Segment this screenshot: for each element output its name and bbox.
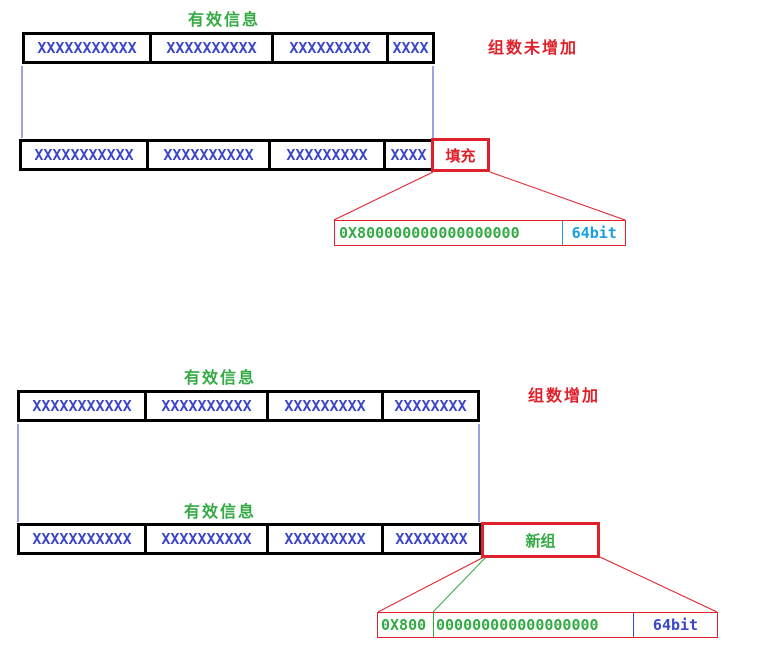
top-info-cell-1: XXXXXXXXXXX — [25, 35, 152, 61]
bottom-padded-cell-4: XXXXXXXX — [395, 530, 468, 548]
bottom-zoom-right — [599, 556, 718, 613]
top-padded-cell-2: XXXXXXXXXX — [149, 142, 271, 168]
bottom-padded-cell-3: XXXXXXXXX — [269, 526, 384, 552]
top-info-cell-4: XXXX — [392, 39, 429, 57]
top-padded-cell-1: XXXXXXXXXXX — [22, 142, 149, 168]
bottom-bit-size: 64bit — [652, 616, 699, 634]
padding-box: 填充 — [431, 138, 490, 172]
top-padded-row: XXXXXXXXXXX XXXXXXXXXX XXXXXXXXX XXXX — [19, 139, 434, 171]
bottom-info-cell-4: XXXXXXXX — [394, 397, 467, 415]
top-info-row: XXXXXXXXXXX XXXXXXXXXX XXXXXXXXX XXXX — [22, 32, 435, 64]
new-group-box: 新组 — [481, 522, 600, 558]
top-info-cell-2: XXXXXXXXXX — [152, 35, 274, 61]
top-bit-size: 64bit — [571, 224, 617, 242]
top-padded-cell-3: XXXXXXXXX — [271, 142, 386, 168]
bottom-info-cell-1: XXXXXXXXXXX — [20, 393, 147, 419]
bottom-info-cell-2: XXXXXXXXXX — [147, 393, 269, 419]
top-bit-value: 0X800000000000000000 — [335, 221, 564, 245]
top-note: 组数未增加 — [488, 38, 579, 57]
bottom-padded-cell-2: XXXXXXXXXX — [147, 526, 269, 552]
top-bit-bar: 0X800000000000000000 64bit — [334, 220, 626, 246]
top-info-cell-3: XXXXXXXXX — [274, 35, 389, 61]
bottom-zoom-left — [377, 556, 485, 613]
top-padded-cell-4: XXXX — [390, 146, 427, 164]
bottom-bit-rest: 000000000000000000 — [434, 613, 634, 637]
bottom-zoom-mid — [432, 556, 487, 613]
bottom-info-row: XXXXXXXXXXX XXXXXXXXXX XXXXXXXXX XXXXXXX… — [17, 390, 480, 422]
top-zoom-left — [333, 171, 434, 221]
bottom-bit-prefix: 0X800 — [378, 613, 434, 637]
bottom-title-2: 有效信息 — [184, 502, 257, 521]
bottom-padded-cell-1: XXXXXXXXXXX — [20, 526, 147, 552]
top-title: 有效信息 — [188, 10, 261, 29]
top-zoom-right — [489, 171, 626, 221]
bottom-padded-row: XXXXXXXXXXX XXXXXXXXXX XXXXXXXXX XXXXXXX… — [17, 523, 482, 555]
bottom-title-1: 有效信息 — [184, 368, 257, 387]
bottom-info-cell-3: XXXXXXXXX — [269, 393, 384, 419]
bottom-bit-bar: 0X800 000000000000000000 64bit — [377, 612, 718, 638]
bottom-note: 组数增加 — [528, 386, 601, 405]
